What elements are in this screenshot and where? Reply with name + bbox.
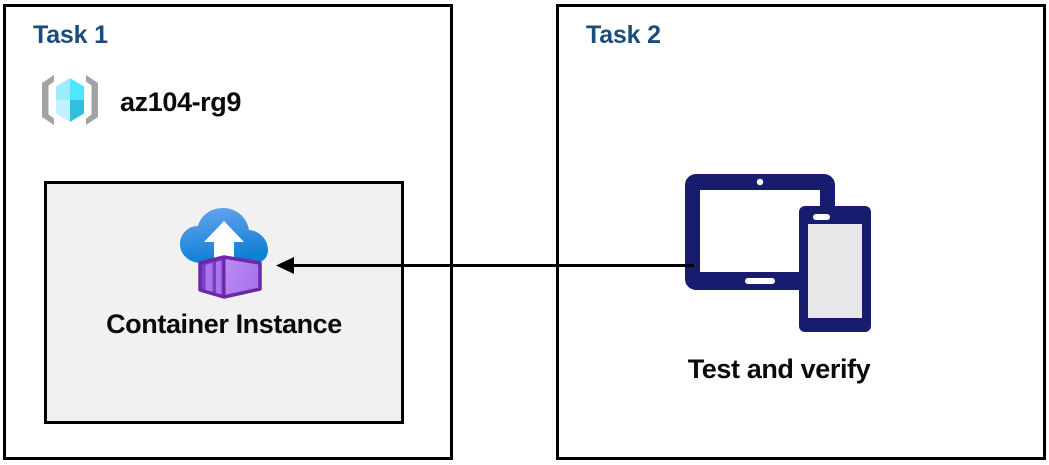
task-2-title: Task 2 — [586, 21, 661, 49]
test-and-verify-label: Test and verify — [687, 354, 871, 384]
task-1-panel: Task 1 az104-rg9 — [3, 4, 453, 460]
task-2-panel: Task 2 — [556, 4, 1046, 460]
container-instance-box: Container Instance — [44, 181, 404, 424]
task-1-title: Task 1 — [33, 21, 108, 49]
container-instance-label: Container Instance — [106, 309, 342, 339]
container-instance-icon — [172, 200, 276, 309]
resource-group-row: az104-rg9 — [34, 69, 241, 136]
resource-group-cube-icon — [34, 69, 106, 136]
devices-group: Test and verify — [679, 162, 879, 384]
devices-tablet-phone-icon — [679, 162, 879, 342]
resource-group-label: az104-rg9 — [120, 87, 241, 117]
